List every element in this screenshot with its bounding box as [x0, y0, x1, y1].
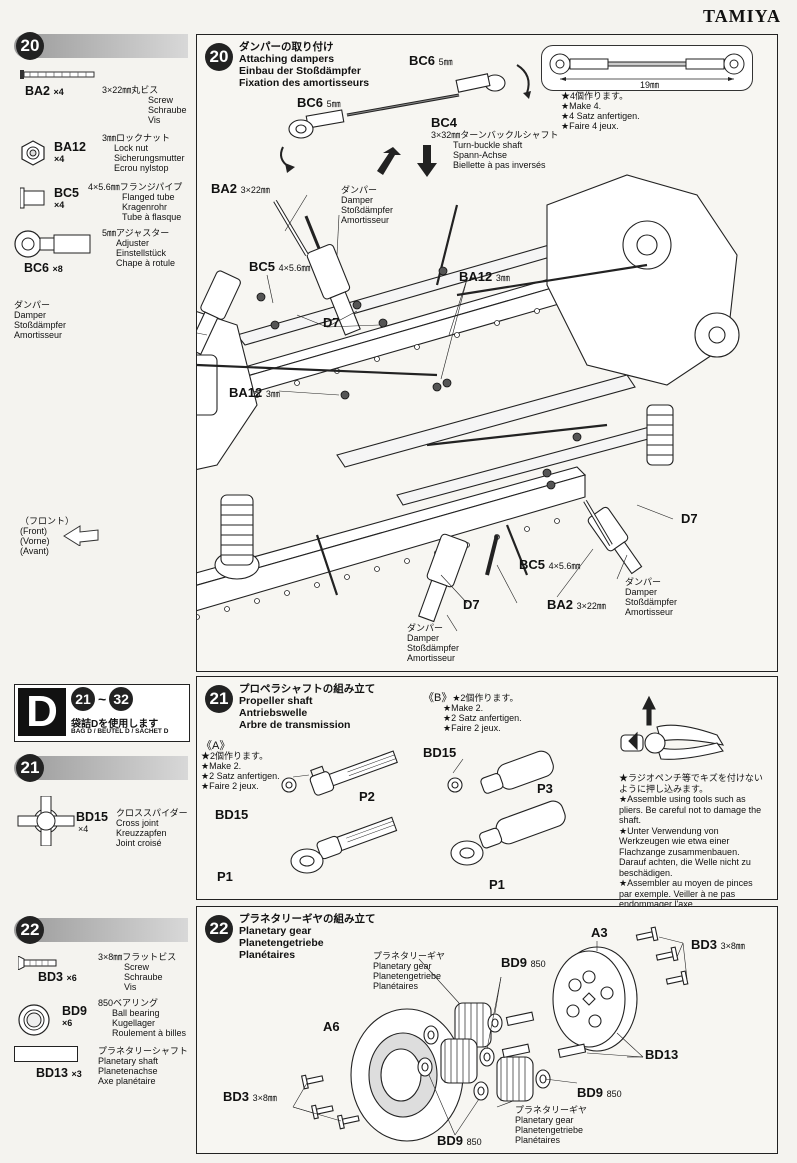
measure-label: 19㎜: [640, 80, 660, 90]
ba2-top-label: BA2 3×22㎜: [211, 181, 270, 196]
step-21-badge: 21: [16, 754, 44, 782]
step-22-badge: 22: [16, 916, 44, 944]
step-20-panel-badge: 20: [205, 43, 233, 71]
screw-icon: [20, 70, 95, 79]
bd9-top-label: BD9 850: [501, 955, 546, 970]
damper-assembly-drawing: [197, 64, 740, 632]
p1-a-label: P1: [217, 869, 233, 884]
propeller-shaft-drawing: [281, 695, 725, 874]
part-bd9-code: BD9×6: [62, 1004, 88, 1028]
bag-d-use-ml: BAG D / BEUTEL D / SACHET D: [71, 728, 169, 735]
front-arrow-icon: [62, 522, 102, 546]
cross-joint-icon: [16, 796, 76, 846]
bag-d-use-jp: 袋詰Dを使用します: [71, 719, 159, 730]
flat-screw-icon: [18, 956, 58, 970]
bd9-right-label: BD9 850: [577, 1085, 622, 1100]
step-21-panel-badge: 21: [205, 685, 233, 713]
ba2-bottom-label: BA2 3×22㎜: [547, 597, 606, 612]
variant-b-note: 《B》★2個作ります。 ★Make 2.★2 Satz anfertigen.★…: [423, 692, 522, 734]
bd13-label: BD13: [645, 1047, 679, 1062]
flanged-tube-icon: [20, 186, 46, 209]
p2-label: P2: [359, 789, 375, 804]
part-bc6-code: BC6 ×8: [24, 261, 63, 275]
step-21-bar: 21: [14, 754, 188, 782]
bd3-left-label: BD3 3×8㎜: [223, 1089, 277, 1104]
part-bc5-code: BC5×4: [54, 186, 80, 210]
ba12-right-label: BA12 3㎜: [459, 269, 510, 284]
part-bd9-desc: 850ベアリング Ball bearing Kugellager Rouleme…: [98, 998, 187, 1038]
part-ba2-code: BA2 ×4: [25, 84, 64, 98]
step-22-panel-badge: 22: [205, 915, 233, 943]
front-label: （フロント）(Front)(Vorne)(Avant): [20, 516, 75, 556]
bag-d-range: 21~32: [71, 687, 134, 711]
bd3-right-label: BD3 3×8㎜: [691, 937, 745, 952]
part-bd13-desc: プラネタリーシャフト Planetary shaft Planetenachse…: [98, 1046, 188, 1086]
part-ba2-desc: 3×22㎜丸ビス Screw Schraube Vis: [102, 85, 187, 125]
ball-bearing-icon: [18, 1004, 50, 1036]
part-ba12-desc: 3㎜ロックナット Lock nut Sicherungsmutter Ecrou…: [102, 133, 185, 173]
bc4-label: BC4: [431, 115, 458, 130]
d7-label-top: D7: [323, 315, 340, 330]
lock-nut-icon: [20, 140, 46, 166]
part-bd15-code: BD15: [76, 810, 108, 824]
bc5-top-label: BC5 4×5.6㎜: [249, 259, 311, 274]
bc6-left-label: BC6 5㎜: [297, 95, 341, 110]
part-bd15-qty: ×4: [78, 824, 89, 834]
part-bd13-code: BD13 ×3: [36, 1066, 82, 1080]
part-bc5-desc: 4×5.6㎜フランジパイプ Flanged tube Kragenrohr Tu…: [88, 182, 183, 222]
turnbuckle-measure-box: 19㎜: [541, 45, 753, 91]
p3-label: P3: [537, 781, 553, 796]
a6-label: A6: [323, 1019, 340, 1034]
p1-b-label: P1: [489, 877, 505, 892]
d7-label-bottom: D7: [463, 597, 480, 612]
part-bd3-desc: 3×8㎜フラットビス Screw Schraube Vis: [98, 952, 177, 992]
step-22-bar: 22: [14, 916, 188, 944]
bc5-bottom-label: BC5 4×5.6㎜: [519, 557, 581, 572]
bc4-desc: 3×32㎜ターンバックルシャフト Turn-buckle shaft Spann…: [431, 130, 559, 170]
bd9-bottom-label: BD9 850: [437, 1133, 482, 1148]
part-bd15-desc: クロススパイダー Cross joint Kreuzzapfen Joint c…: [116, 808, 188, 848]
part-bc6-desc: 5㎜アジャスター Adjuster Einstellstück Chape à …: [102, 228, 176, 268]
brand-logo: TAMIYA: [702, 6, 781, 26]
step-20-badge: 20: [16, 32, 44, 60]
adjuster-icon: [14, 228, 94, 260]
part-bd3-code: BD3 ×6: [38, 970, 77, 984]
bd15-a-label: BD15: [215, 807, 249, 822]
bd15-b-label: BD15: [423, 745, 457, 760]
variant-a-note: 《A》 ★2個作ります。★Make 2.★2 Satz anfertigen.★…: [201, 740, 280, 792]
bag-d-box: D 21~32 袋詰Dを使用します BAG D / BEUTEL D / SAC…: [14, 684, 190, 742]
assemble-note: ★ラジオペンチ等でキズを付けないように押し込みます。 ★Assemble usi…: [619, 773, 763, 909]
ba12-left-label: BA12 3㎜: [229, 385, 280, 400]
d7-label-right: D7: [681, 511, 698, 526]
planetary-shaft-icon: [14, 1046, 78, 1062]
a3-label: A3: [591, 925, 608, 940]
make-4-note: ★4個作ります。★Make 4.★4 Satz anfertigen.★Fair…: [561, 91, 640, 131]
bag-d-letter: D: [18, 687, 66, 736]
step-20-bar: 20: [14, 32, 188, 60]
part-ba12-code: BA12×4: [54, 140, 86, 164]
bc6-top-label: BC6 5㎜: [409, 53, 453, 68]
planetary-gear-drawing: [292, 926, 689, 1142]
